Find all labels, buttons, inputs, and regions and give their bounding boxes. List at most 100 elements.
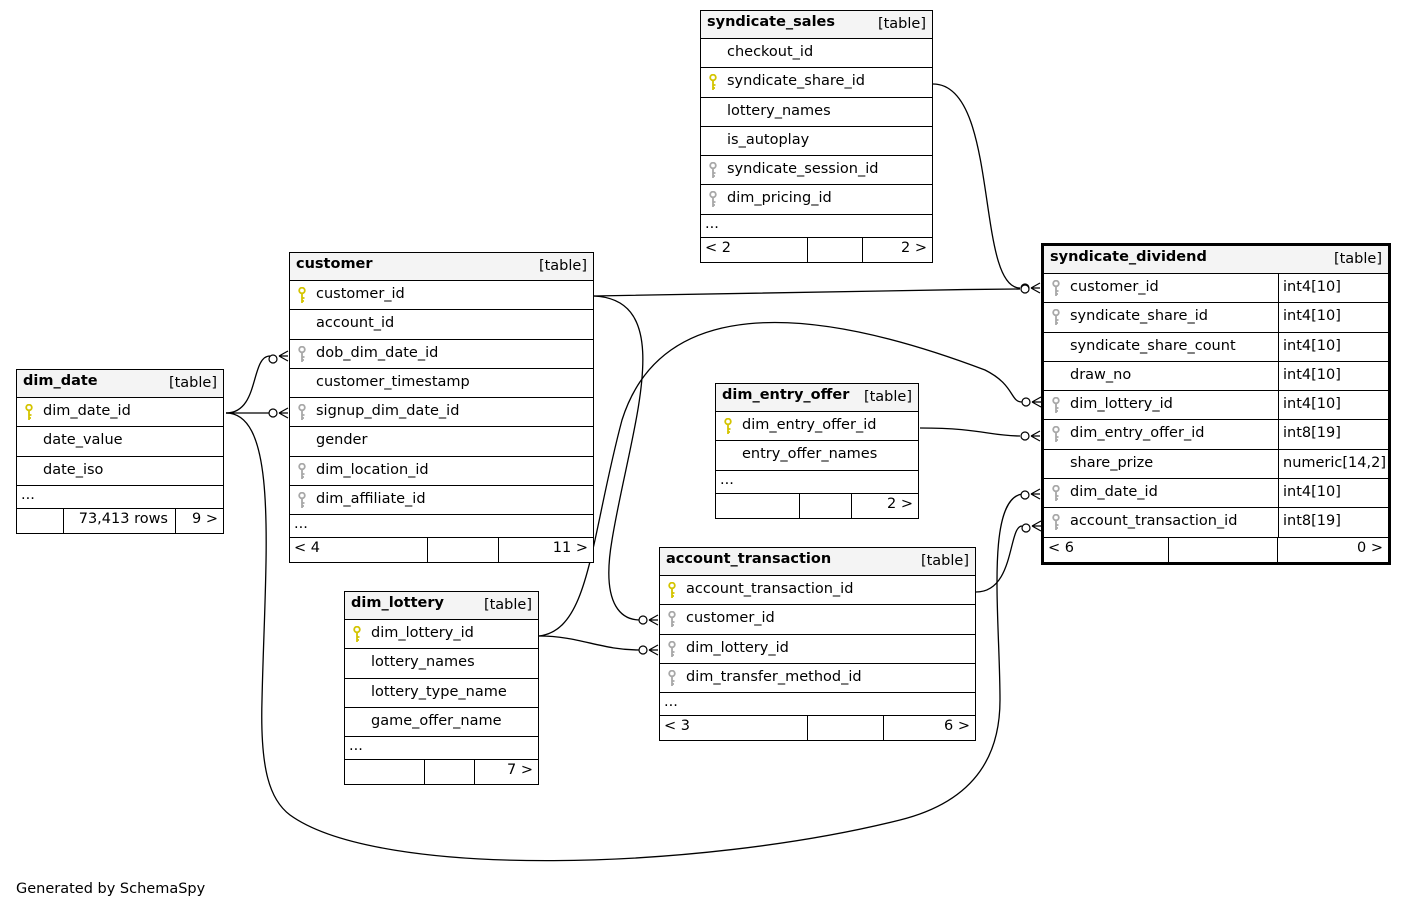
foreign-key-icon [668,611,676,628]
column-row[interactable]: dim_pricing_id [701,185,932,215]
column-row[interactable]: date_value [17,427,223,457]
table-tag: [table] [538,258,587,274]
table-name[interactable]: dim_date [23,373,98,389]
column-row[interactable]: dim_date_id [17,398,223,428]
column-row[interactable]: lottery_names [345,649,538,679]
footer-divider [1277,537,1278,562]
column-row[interactable]: account_transaction_id [660,576,975,606]
column-row[interactable]: syndicate_share_id [701,68,932,98]
table-name[interactable]: dim_lottery [351,595,444,611]
table-tag: [table] [863,389,912,405]
column-type: int4[10] [1278,332,1388,361]
column-type: int4[10] [1278,391,1388,420]
column-row[interactable]: lottery_type_name [345,679,538,708]
column-type: int8[19] [1278,508,1388,537]
column-name: customer_timestamp [316,373,470,390]
column-row[interactable]: game_offer_name [345,708,538,738]
column-row[interactable]: lottery_names [701,98,932,127]
foreign-key-icon [668,669,676,686]
column-row[interactable]: checkout_id [701,39,932,69]
column-name: dim_entry_offer_id [1070,425,1205,442]
column-row[interactable]: is_autoplay [701,127,932,157]
primary-key-icon [353,626,361,642]
children-count[interactable]: 7 > [507,762,533,779]
column-row[interactable]: dim_entry_offer_id [716,412,918,442]
column-row[interactable]: share_prize numeric[14,2] [1044,449,1388,480]
column-name: syndicate_share_id [1070,308,1208,325]
table-name[interactable]: account_transaction [666,551,832,567]
table-name[interactable]: syndicate_sales [707,14,836,30]
foreign-key-icon [298,492,306,509]
column-name: dim_location_id [316,461,429,478]
column-row[interactable]: dim_transfer_method_id [660,664,975,694]
table-account-transaction[interactable]: account_transaction[table]account_transa… [659,547,976,742]
parents-count[interactable]: < 2 [705,239,731,256]
more-columns-ellipsis: ... [660,693,975,717]
footer-divider [175,508,176,533]
column-row[interactable]: entry_offer_names [716,441,918,471]
footer-divider [1168,537,1169,562]
footer-divider [799,493,800,518]
column-row[interactable]: signup_dim_date_id [290,398,593,428]
footer-divider [424,760,425,785]
children-count[interactable]: 2 > [901,239,927,256]
table-customer[interactable]: customer [table] customer_id account_id dob_… [289,252,594,564]
column-name: dob_dim_date_id [316,344,439,361]
table-dim-entry-offer[interactable]: dim_entry_offer [table] dim_entry_offer_id… [715,383,919,519]
children-count[interactable]: 2 > [887,495,913,512]
column-name: share_prize [1070,454,1154,471]
column-name: date_value [43,432,123,449]
children-count[interactable]: 6 > [944,718,970,735]
parents-count[interactable]: < 4 [294,540,320,557]
column-row[interactable]: dim_entry_offer_id int8[19] [1044,420,1388,450]
column-type: numeric[14,2] [1278,449,1388,479]
column-row[interactable]: dim_lottery_id [660,635,975,664]
column-row[interactable]: syndicate_session_id [701,156,932,186]
column-name: customer_id [316,286,405,302]
column-row[interactable]: customer_timestamp [290,369,593,399]
column-row[interactable]: date_iso [17,457,223,486]
column-name: customer_id [686,610,775,627]
children-count[interactable]: 0 > [1357,539,1383,556]
column-name: lottery_names [371,654,475,671]
table-footer: < 3 6 > [660,716,975,741]
column-row[interactable]: dim_lottery_id [345,620,538,650]
column-row[interactable]: customer_id [290,281,593,311]
table-name[interactable]: customer [296,256,373,272]
table-name[interactable]: dim_entry_offer [722,387,850,403]
foreign-key-icon [298,345,306,362]
footer-divider [862,237,863,262]
column-row[interactable]: dim_location_id [290,457,593,487]
column-name: dim_lottery_id [686,639,789,656]
table-name[interactable]: syndicate_dividend [1050,249,1207,265]
column-row[interactable]: dob_dim_date_id [290,340,593,369]
column-row[interactable]: account_id [290,310,593,340]
link-customer-transaction [593,295,644,621]
foreign-key-icon [1052,397,1060,414]
parents-count[interactable]: < 3 [664,718,690,735]
column-name: dim_pricing_id [727,190,832,207]
parents-count[interactable]: < 6 [1048,539,1074,556]
column-row[interactable]: customer_id [660,605,975,635]
column-row[interactable]: dim_affiliate_id [290,486,593,516]
children-count[interactable]: 11 > [552,540,588,557]
children-count[interactable]: 9 > [192,510,218,527]
column-row[interactable]: gender [290,427,593,457]
table-header: customer [table] [290,253,593,281]
footer-divider [883,716,884,741]
table-header: dim_date[table] [17,370,223,398]
column-name: lottery_names [727,102,831,119]
column-type: int8[19] [1278,420,1388,449]
